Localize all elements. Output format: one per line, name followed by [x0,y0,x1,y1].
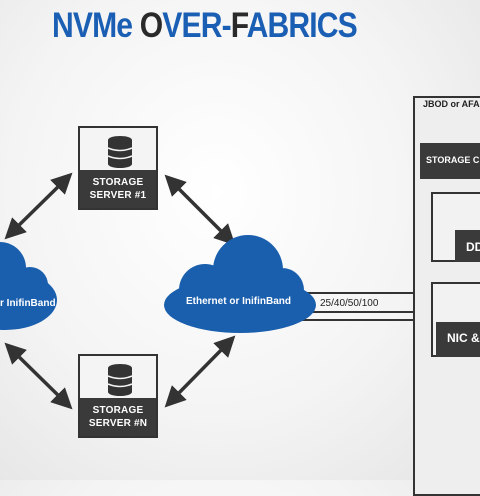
database-icon [80,132,156,172]
title-part-2: O [139,6,163,45]
server-label: STORAGE SERVER #N [80,398,156,436]
center-cloud-shape [164,235,316,333]
database-icon [80,360,156,400]
storage-server-n: STORAGE SERVER #N [78,354,158,438]
center-cloud-label: Ethernet or InifinBand [186,296,291,307]
network-diagram [0,172,480,410]
arrow-server1-left-cloud [4,172,73,240]
arrow-left-cloud-serverN [4,342,73,410]
nic-label: NIC & [447,331,480,345]
ddr-label: DD [466,240,480,254]
nic-box [436,322,480,357]
storage-server-1: STORAGE SERVER #1 [78,126,158,210]
left-cloud-shape [0,242,57,330]
title-part-3: VER- [162,6,231,45]
arrow-server1-center-cloud [164,174,236,246]
title-part-1: NVMe [52,6,140,45]
arrow-center-cloud-serverN [164,335,236,408]
left-cloud-label: r InifinBand [0,298,56,309]
title-part-5: ABRICS [246,6,358,45]
server-label: STORAGE SERVER #1 [80,170,156,208]
ddr-box [455,230,480,262]
title-part-4: F [230,6,248,45]
storage-controller-box: STORAGE C [420,143,480,179]
storage-controller-label: STORAGE C [426,155,480,165]
page-title: NVMe OVER-FABRICS [52,6,362,46]
link-speed-label: 25/40/50/100 [320,298,379,309]
enclosure-title: JBOD or AFA [423,99,480,109]
